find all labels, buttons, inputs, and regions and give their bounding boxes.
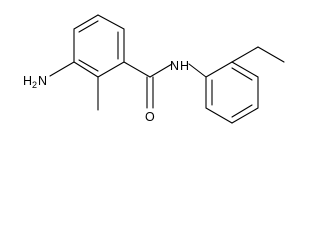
amine-hydrogen-count: 2 bbox=[32, 80, 37, 90]
amine-bond bbox=[49, 61, 75, 77]
amide-nh-label: N H bbox=[170, 59, 189, 73]
ring-bond bbox=[205, 61, 233, 78]
nitrogen-to-ring-bond bbox=[188, 63, 207, 78]
ring-to-carbonyl-bond bbox=[123, 61, 151, 78]
ring-bond bbox=[231, 61, 259, 78]
amine-nitrogen-label: N bbox=[38, 74, 47, 88]
ethyl-bond bbox=[257, 46, 285, 63]
molecule-drawing: H 2 N N H O bbox=[23, 14, 285, 124]
ring-bond bbox=[205, 107, 233, 124]
left-benzene-ring bbox=[73, 14, 125, 78]
amide-bond bbox=[149, 63, 173, 78]
ring-double-bond bbox=[78, 20, 99, 33]
ring-bond bbox=[73, 61, 99, 78]
ring-double-bond bbox=[231, 104, 253, 118]
structure-diagram: H 2 N N H O bbox=[23, 14, 285, 124]
carbonyl-oxygen-label: O bbox=[145, 110, 155, 124]
ring-double-bond bbox=[231, 67, 253, 81]
ring-bond bbox=[97, 14, 125, 30]
amine-hydrogen-label: H bbox=[23, 74, 32, 88]
amine-group-label: H 2 N bbox=[23, 74, 47, 90]
ethyl-bond bbox=[231, 46, 259, 63]
ring-bond bbox=[73, 14, 99, 30]
amide-nitrogen-label: N bbox=[170, 59, 179, 73]
amide-hydrogen-label: H bbox=[180, 59, 189, 73]
ring-bond bbox=[231, 107, 259, 124]
ring-double-bond bbox=[78, 59, 99, 72]
ring-bond bbox=[97, 61, 125, 78]
right-benzene-ring bbox=[205, 61, 259, 124]
